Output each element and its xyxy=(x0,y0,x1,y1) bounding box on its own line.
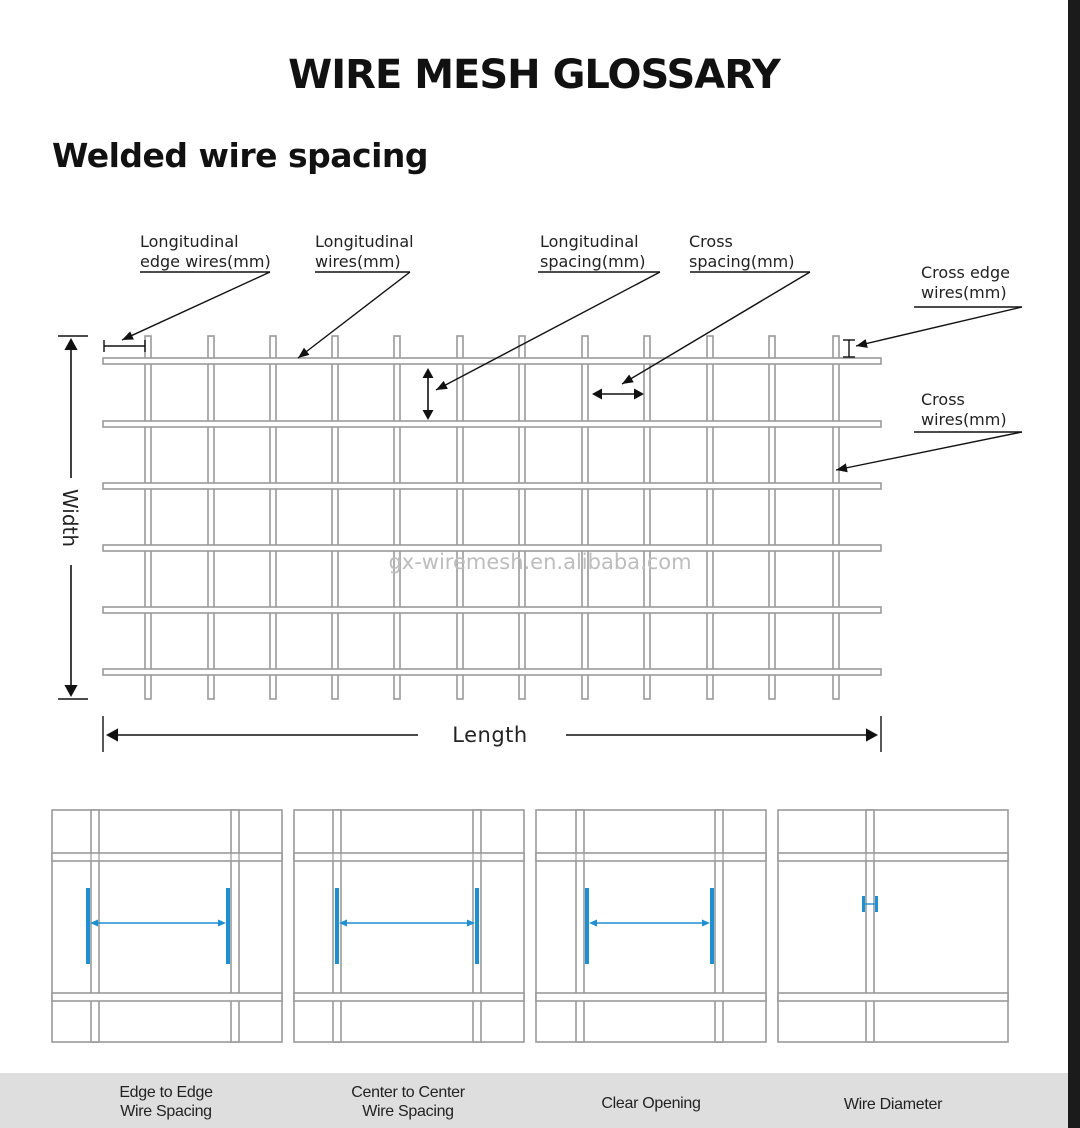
longitudinal-spacing-arrow-top xyxy=(422,368,434,378)
leader-longitudinal-edge-wires-arrowhead xyxy=(122,331,134,340)
detail-panel-1-measure-arrow-right xyxy=(218,919,226,927)
detail-panel-2-horizontal-wire-2 xyxy=(293,992,525,1002)
longitudinal-wire-8 xyxy=(581,335,589,700)
longitudinal-wire-2 xyxy=(207,335,215,700)
detail-panel-4-measure-right xyxy=(875,896,878,912)
leader-longitudinal-wires-arrowhead xyxy=(298,347,310,358)
longitudinal-wire-11 xyxy=(768,335,776,700)
detail-panel-3-vertical-wire-1 xyxy=(575,809,585,1043)
width-arrow-bottom xyxy=(64,685,78,697)
leader-longitudinal-wires-line xyxy=(297,271,411,359)
detail-panel-4-frame xyxy=(777,809,1009,1043)
cross-wire-2 xyxy=(102,420,882,428)
watermark: gx-wiremesh.en.alibaba.com xyxy=(388,550,692,574)
detail-panel-1-vertical-wire-2 xyxy=(230,809,240,1043)
longitudinal-wire-6 xyxy=(456,335,464,700)
longitudinal-wire-3 xyxy=(269,335,277,700)
leader-cross-wires-arrowhead xyxy=(836,463,848,473)
caption-wire-diameter: Wire Diameter xyxy=(843,1096,943,1113)
detail-panel-3-measure-left-bar xyxy=(585,888,589,964)
caption-band xyxy=(0,1073,1068,1128)
detail-panel-3-measure-right-bar xyxy=(710,888,714,964)
caption-clear-opening: Clear Opening xyxy=(601,1095,701,1112)
longitudinal-wire-9 xyxy=(643,335,651,700)
detail-panel-2-measure-arrow-left xyxy=(339,919,347,927)
leader-cross-spacing-line xyxy=(621,271,811,385)
longitudinal-wire-10 xyxy=(706,335,714,700)
leader-cross-spacing-arrowhead xyxy=(622,374,634,384)
cross-wire-6 xyxy=(102,668,882,676)
detail-panel-3-horizontal-wire-1 xyxy=(535,852,767,862)
leader-cross-edge-wires-arrowhead xyxy=(856,339,868,348)
longitudinal-wire-4 xyxy=(331,335,339,700)
longitudinal-wire-7 xyxy=(518,335,526,700)
detail-panel-1-horizontal-wire-2 xyxy=(51,992,283,1002)
leader-longitudinal-spacing-line xyxy=(435,271,661,391)
right-edge-bar xyxy=(1068,0,1080,1128)
detail-panel-1-measure-arrow-left xyxy=(90,919,98,927)
detail-panel-2-measure-right-bar xyxy=(475,888,479,964)
leader-cross-edge-wires-line xyxy=(855,306,1023,347)
detail-panel-4-measure-left xyxy=(862,896,865,912)
detail-panel-3-vertical-wire-2 xyxy=(714,809,724,1043)
detail-panel-2-measure-arrow-right xyxy=(467,919,475,927)
detail-panel-4-horizontal-wire-1 xyxy=(777,852,1009,862)
detail-panel-2-horizontal-wire-1 xyxy=(293,852,525,862)
leader-cross-wires-line xyxy=(835,431,1023,471)
leader-longitudinal-spacing-arrowhead xyxy=(436,380,448,390)
detail-panel-3-horizontal-wire-2 xyxy=(535,992,767,1002)
detail-panel-3-measure-arrow-right xyxy=(702,919,710,927)
cross-wire-3 xyxy=(102,482,882,490)
detail-panel-2-measure-left-bar xyxy=(335,888,339,964)
length-arrow-left xyxy=(106,728,118,742)
longitudinal-wire-1 xyxy=(144,335,152,700)
width-label: Width xyxy=(58,488,82,548)
detail-panel-2-frame xyxy=(293,809,525,1043)
detail-panel-1-horizontal-wire-1 xyxy=(51,852,283,862)
detail-panel-4-vertical-wire-1 xyxy=(865,809,875,1043)
leader-longitudinal-edge-wires-line xyxy=(121,271,271,341)
section-title: Welded wire spacing xyxy=(52,136,429,175)
longitudinal-wire-12 xyxy=(832,335,840,700)
width-arrow-top xyxy=(64,338,78,350)
cross-wire-5 xyxy=(102,606,882,614)
detail-panel-3-measure-arrow-left xyxy=(589,919,597,927)
cross-spacing-arrow-right xyxy=(634,388,644,400)
length-arrow-right xyxy=(866,728,878,742)
page-title: WIRE MESH GLOSSARY xyxy=(288,52,781,98)
detail-panel-1-measure-right-bar xyxy=(226,888,230,964)
longitudinal-spacing-arrow-bottom xyxy=(422,410,434,420)
longitudinal-wire-5 xyxy=(393,335,401,700)
length-label: Length xyxy=(452,723,528,747)
cross-spacing-arrow-left xyxy=(592,388,602,400)
detail-panel-3-frame xyxy=(535,809,767,1043)
detail-panel-1-vertical-wire-1 xyxy=(90,809,100,1043)
cross-wire-4 xyxy=(102,544,882,552)
detail-panel-4-horizontal-wire-2 xyxy=(777,992,1009,1002)
detail-panel-1-measure-left-bar xyxy=(86,888,90,964)
